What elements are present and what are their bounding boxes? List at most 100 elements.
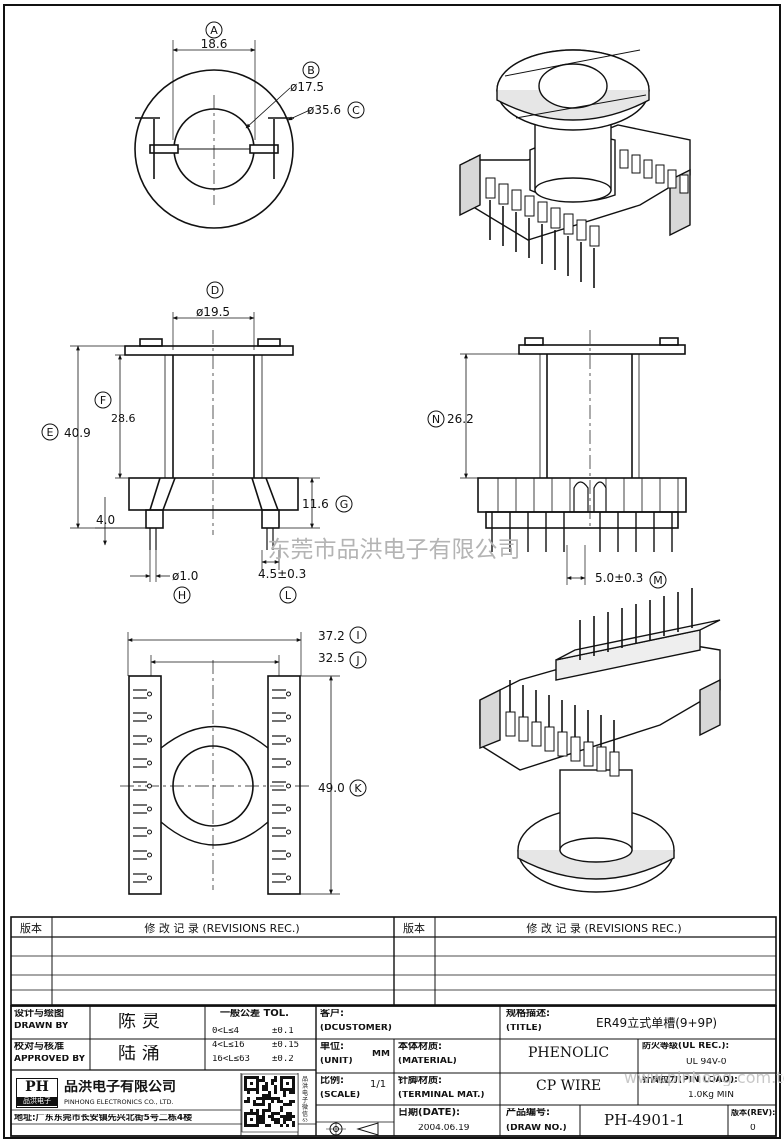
- designer-label-en: DRAWN BY: [14, 1022, 69, 1031]
- side-view: [460, 330, 687, 585]
- iso-view-top: [459, 49, 691, 241]
- iso-top-fin-back: [667, 169, 677, 189]
- dim-D-value: ø19.5: [196, 305, 230, 319]
- iso-top-fin: [498, 183, 509, 205]
- bottom-pin: [286, 737, 291, 743]
- bottom-pin: [147, 783, 152, 789]
- iso-top-fin: [563, 213, 574, 235]
- top-view: [134, 40, 311, 229]
- iso-top-fin: [550, 207, 561, 229]
- unit-value: MM: [372, 1050, 390, 1059]
- bottom-pin: [286, 783, 291, 789]
- iso-bot-fin: [570, 736, 581, 762]
- callout-G: G: [340, 498, 349, 511]
- pinload-label: 针脚拉力(PIN LOAD):: [642, 1076, 738, 1085]
- bottom-pin: [286, 829, 291, 835]
- dim-B-value: ø17.5: [290, 80, 324, 94]
- bottom-pin: [147, 829, 152, 835]
- drawing-number: PH-4901-1: [604, 1113, 686, 1128]
- bottom-view-labels: 37.2 I 32.5 J 49.0 K: [318, 626, 367, 797]
- callout-circle-C: [347, 101, 365, 119]
- logo-mark: PH: [25, 1080, 49, 1094]
- dim-M-value: 5.0±0.3: [595, 571, 643, 585]
- dim-H-value: ø1.0: [172, 569, 198, 583]
- product-title: ER49立式单槽(9+9P): [596, 1017, 718, 1029]
- approver-label-en: APPROVED BY: [14, 1055, 86, 1064]
- logo-sub: 品洪电子: [17, 1097, 57, 1106]
- tol-range-1: 4<L≤16: [212, 1041, 245, 1050]
- title-label-cn: 规格描述:: [506, 1009, 550, 1019]
- terminal-label-en: (TERMINAL MAT.): [398, 1091, 485, 1100]
- iso-top-fin-back: [655, 164, 665, 184]
- watermark-text: 东莞市品洪电子有限公司: [268, 537, 521, 563]
- qr-caption: 品洪电子微信公众号: [302, 1076, 309, 1122]
- callout-C: C: [352, 104, 360, 117]
- rev-col-rec-right: 修 改 记 录 (REVISIONS REC.): [526, 921, 681, 935]
- designer-label-cn: 设计与绘图: [14, 1009, 64, 1019]
- tol-range-2: 16<L≤63: [212, 1055, 250, 1064]
- bottom-pin: [147, 760, 152, 766]
- callout-E: E: [47, 426, 54, 439]
- iso-top-fin-back: [679, 174, 689, 194]
- approver-label-cn: 校对与核准: [14, 1042, 64, 1052]
- website-watermark: www.pinhong.com.td: [624, 1070, 784, 1086]
- iso-top-fin: [524, 195, 535, 217]
- bottom-pin: [286, 691, 291, 697]
- callout-J: J: [355, 654, 359, 667]
- designer-name: 陈 灵: [118, 1013, 160, 1031]
- top-view-labels: A 18.6 B ø17.5 ø35.6 C: [201, 21, 365, 119]
- iso-top-fin: [537, 201, 548, 223]
- approver-name: 陆 涌: [118, 1045, 160, 1063]
- company-name-cn: 品洪电子有限公司: [64, 1080, 176, 1094]
- pinload-value: 1.0Kg MIN: [688, 1091, 734, 1100]
- callout-A: A: [210, 24, 218, 37]
- dim-G-value: 11.6: [302, 497, 329, 511]
- company-name-en: PINHONG ELECTRONICS CO., LTD.: [64, 1099, 174, 1106]
- side-view-pins: [491, 478, 679, 552]
- unit-label-cn: 单位:: [320, 1042, 344, 1052]
- material-label-cn: 本体材质:: [398, 1042, 442, 1052]
- rev-value: 0: [750, 1124, 756, 1133]
- iso-top-fin: [485, 177, 496, 199]
- iso-bottom-pins: [505, 588, 693, 777]
- company-logo: PH 品洪电子: [16, 1078, 58, 1108]
- bottom-view: [120, 632, 340, 895]
- callout-I: I: [356, 629, 359, 642]
- bottom-pin: [286, 806, 291, 812]
- revisions-table: [10, 916, 777, 1006]
- tol-val-1: ±0.15: [272, 1041, 300, 1050]
- dim-I-value: 37.2: [318, 629, 345, 643]
- bottom-view-slots: [133, 689, 291, 883]
- iso-top-fin: [511, 189, 522, 211]
- bottom-pin: [147, 714, 152, 720]
- tol-val-0: ±0.1: [272, 1027, 294, 1036]
- callout-N: N: [432, 413, 440, 426]
- tol-val-2: ±0.2: [272, 1055, 294, 1064]
- drawno-label-en: (DRAW NO.): [506, 1124, 567, 1133]
- title-label-en: (TITLE): [506, 1024, 542, 1033]
- iso-bot-fin: [609, 751, 620, 777]
- material-label-en: (MATERIAL): [398, 1057, 457, 1066]
- terminal-value: CP WIRE: [536, 1079, 602, 1093]
- front-view: [70, 312, 320, 582]
- title-block-grid: [10, 1005, 777, 1137]
- sheet-border: [3, 4, 781, 1139]
- dim-4-value: 4.0: [96, 513, 115, 527]
- rev-col-rec-left: 修 改 记 录 (REVISIONS REC.): [144, 921, 299, 935]
- tol-range-0: 0<L≤4: [212, 1027, 240, 1036]
- material-value: PHENOLIC: [528, 1046, 610, 1060]
- fire-value: UL 94V-0: [686, 1058, 727, 1067]
- bottom-pin: [286, 714, 291, 720]
- dim-E-value: 40.9: [64, 426, 91, 440]
- callout-D: D: [211, 284, 219, 297]
- iso-bot-fin: [531, 721, 542, 747]
- iso-bot-fin: [518, 716, 529, 742]
- iso-bot-fin: [505, 711, 516, 737]
- bottom-pin: [286, 875, 291, 881]
- iso-top-fin-back: [643, 159, 653, 179]
- iso-bot-fin: [557, 731, 568, 757]
- callout-H: H: [178, 589, 186, 602]
- unit-label-en: (UNIT): [320, 1057, 353, 1066]
- fire-label: 防火等级(UL REC.):: [642, 1042, 730, 1051]
